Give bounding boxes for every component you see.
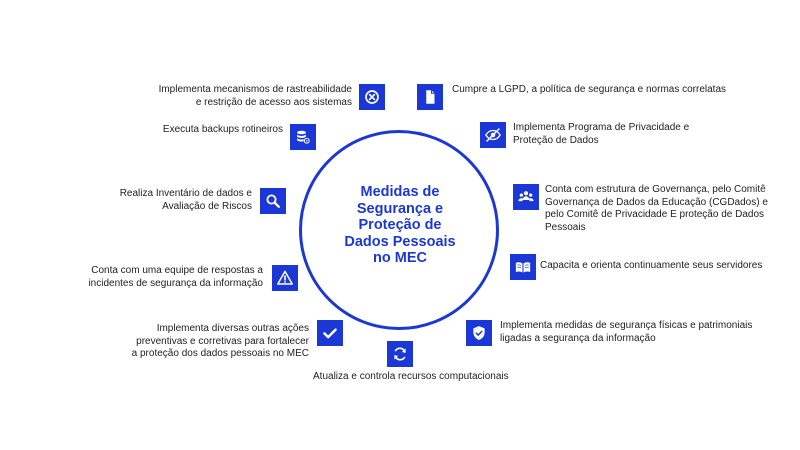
item-label-line: a proteção dos dados pessoais no MEC	[131, 348, 309, 359]
item-label-line: pelo Comitê de Privacidade E proteção de…	[545, 209, 765, 220]
item-label-line: Implementa Programa de Privacidade e	[513, 122, 690, 133]
book-tile	[510, 254, 536, 280]
item-label-line: Capacita e orienta continuamente seus se…	[540, 260, 763, 271]
search-icon	[266, 194, 280, 208]
item-label-line: Pessoais	[545, 221, 586, 233]
item-label: Implementa mecanismos de rastreabilidade…	[159, 84, 352, 109]
x-circle-icon	[365, 90, 379, 104]
item-label-line: Implementa mecanismos de rastreabilidade	[158, 84, 352, 95]
item-label-line: Proteção de Dados	[513, 134, 599, 146]
warning-icon	[277, 270, 293, 285]
database-settings-icon	[297, 130, 310, 144]
users-tile	[513, 184, 539, 210]
item-label-line: Realiza Inventário de dados e	[119, 188, 252, 199]
item-label: Cumpre a LGPD, a política de segurança e…	[452, 84, 726, 97]
center-title-line: no MEC	[373, 250, 427, 266]
item-label-line: Implementa medidas de segurança físicas …	[500, 320, 753, 331]
item-label: Atualiza e controla recursos computacion…	[313, 371, 509, 384]
database-settings-tile	[290, 124, 316, 150]
checkmark-icon	[323, 328, 337, 339]
center-title-line: Dados Pessoais	[344, 233, 456, 250]
checkmark-tile	[317, 320, 343, 346]
item-label-line: Conta com estrutura de Governança, pelo …	[545, 184, 766, 195]
item-label-line: e restrição de acesso aos sistemas	[195, 96, 352, 108]
item-label-line: Executa backups rotineiros	[162, 124, 283, 135]
item-label: Implementa medidas de segurança físicas …	[500, 320, 752, 345]
item-label: Capacita e orienta continuamente seus se…	[540, 260, 762, 273]
document-tile	[417, 84, 443, 110]
refresh-tile	[387, 341, 413, 367]
center-title-line: Medidas de	[360, 184, 440, 200]
book-icon	[515, 262, 531, 273]
item-label: Conta com estrutura de Governança, pelo …	[545, 184, 768, 234]
center-circle	[299, 130, 499, 330]
item-label-line: Governança de Dados da Educação (CGDados…	[545, 196, 768, 208]
item-label-line: Cumpre a LGPD, a política de segurança e…	[452, 84, 727, 95]
item-label-line: Atualiza e controla recursos computacion…	[313, 371, 509, 382]
users-icon	[518, 191, 534, 202]
warning-tile	[272, 265, 298, 291]
document-icon	[426, 90, 435, 104]
shield-check-tile	[466, 320, 492, 346]
item-label-line: Avaliação de Riscos	[162, 200, 252, 212]
item-label-line: Conta com uma equipe de respostas a	[91, 265, 263, 276]
shield-check-icon	[473, 326, 485, 340]
center-title-line: Segurança e	[356, 200, 444, 217]
eye-slash-tile	[480, 122, 506, 148]
item-label-line: preventivas e corretivas para fortalecer	[136, 335, 309, 347]
center-title-line: Proteção de	[358, 217, 442, 233]
center-title: Medidas de Segurança e Proteção de Dados…	[330, 184, 470, 267]
x-circle-tile	[359, 84, 385, 110]
item-label-line: incidentes de segurança da informação	[88, 277, 263, 289]
search-tile	[260, 188, 286, 214]
eye-slash-icon	[485, 128, 501, 142]
item-label: Executa backups rotineiros	[163, 124, 283, 137]
refresh-icon	[394, 347, 406, 361]
item-label-line: Implementa diversas outras ações	[156, 323, 309, 334]
item-label-line: ligadas a segurança da informação	[500, 332, 656, 344]
